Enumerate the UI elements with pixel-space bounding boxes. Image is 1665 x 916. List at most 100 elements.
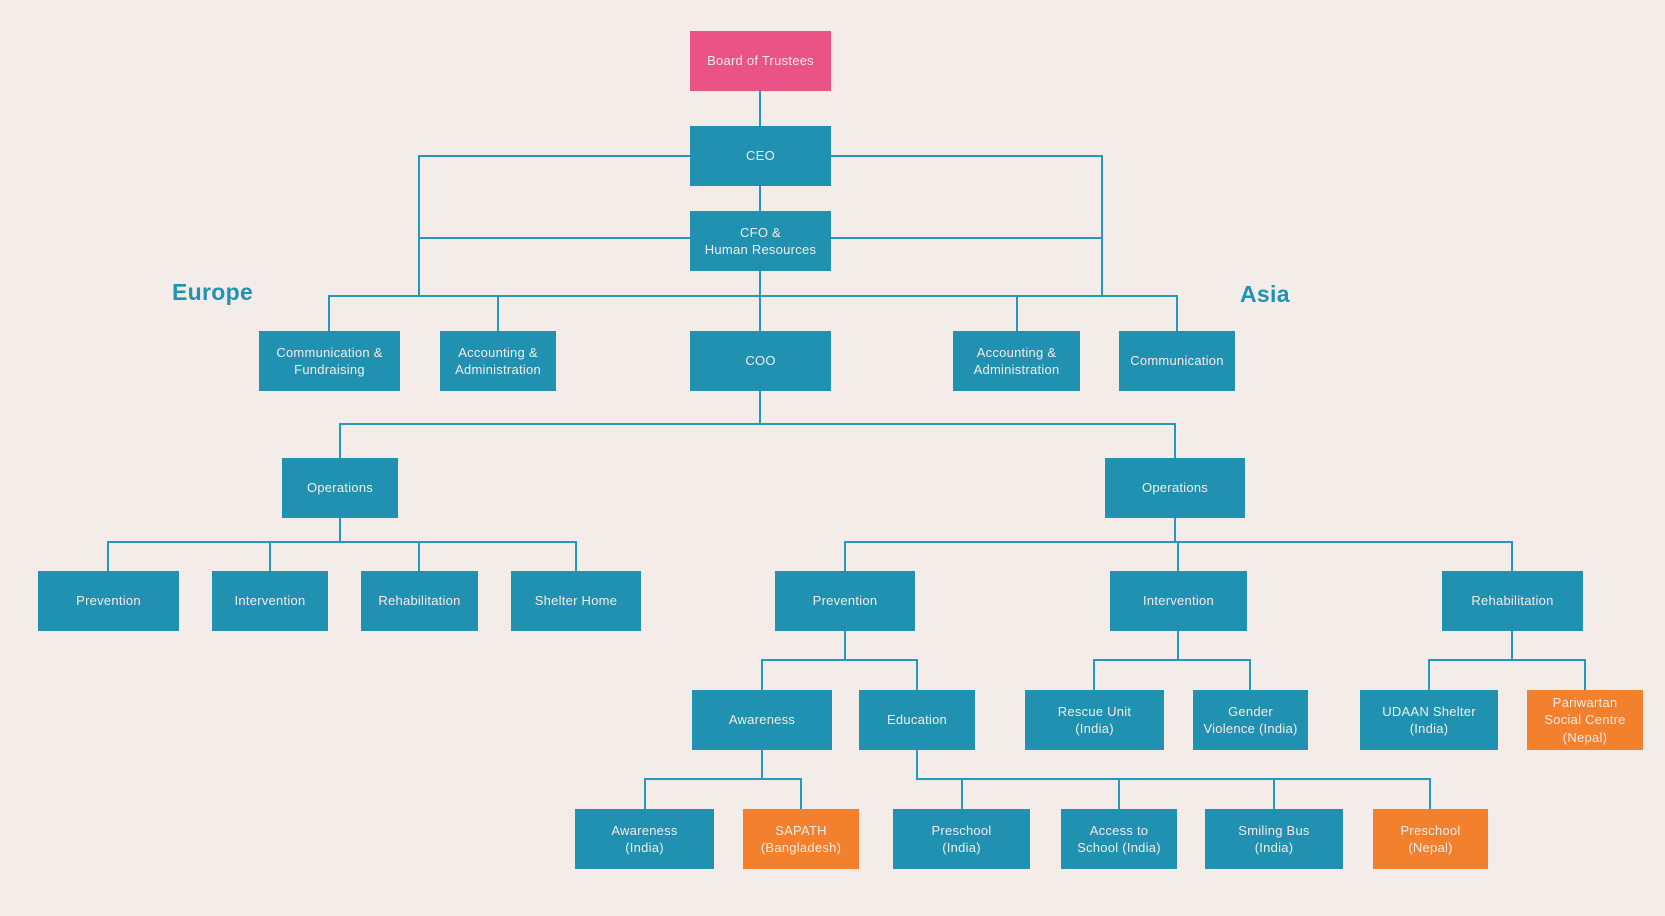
operations-europe-node: Operations (282, 458, 398, 518)
connector-segment (1118, 778, 1120, 809)
accounting-administration-europe-node: Accounting & Administration (440, 331, 556, 391)
rehabilitation-europe-label: Rehabilitation (378, 593, 461, 609)
operations-asia-label: Operations (1141, 480, 1209, 496)
connector-segment (831, 155, 1102, 157)
connector-segment (1016, 295, 1018, 331)
prevention-europe-label: Prevention (76, 593, 141, 609)
cfo-human-resources-node: CFO & Human Resources (690, 211, 831, 271)
preschool-nepal-node: Preschool (Nepal) (1373, 809, 1488, 869)
intervention-asia-node: Intervention (1110, 571, 1247, 631)
connector-segment (1174, 518, 1176, 543)
prevention-europe-node: Prevention (38, 571, 179, 631)
ceo-label: CEO (746, 148, 775, 164)
connector-segment (844, 541, 846, 571)
sapath-bangladesh-node: SAPATH (Bangladesh) (743, 809, 859, 869)
connector-segment (759, 91, 761, 126)
intervention-asia-label: Intervention (1143, 593, 1214, 609)
access-to-school-india-node: Access to School (India) (1061, 809, 1177, 869)
connector-segment (759, 271, 761, 331)
connector-segment (761, 749, 763, 779)
connector-segment (800, 778, 802, 809)
connector-segment (1511, 541, 1513, 571)
connector-segment (419, 155, 690, 157)
awareness-asia-node: Awareness (692, 690, 832, 750)
udaan-shelter-india-node: UDAAN Shelter (India) (1360, 690, 1498, 750)
board-of-trustees-label: Board of Trustees (707, 53, 814, 69)
connector-segment (644, 778, 646, 809)
operations-europe-label: Operations (306, 480, 374, 496)
communication-fundraising-europe-node: Communication & Fundraising (259, 331, 400, 391)
connector-segment (1093, 659, 1251, 661)
gender-violence-india-node: Gender Violence (India) (1193, 690, 1308, 750)
connector-segment (418, 541, 420, 571)
pariwartan-social-centre-nepal-node: Pariwartan Social Centre (Nepal) (1527, 690, 1643, 750)
education-asia-label: Education (886, 712, 948, 728)
connector-segment (1429, 778, 1431, 809)
connector-segment (831, 237, 1102, 239)
connector-segment (916, 659, 918, 690)
connector-segment (1174, 423, 1176, 458)
rehabilitation-asia-node: Rehabilitation (1442, 571, 1583, 631)
connector-segment (844, 631, 846, 661)
ceo-node: CEO (690, 126, 831, 186)
connector-segment (107, 541, 109, 571)
connector-segment (1428, 659, 1586, 661)
rehabilitation-asia-label: Rehabilitation (1471, 593, 1554, 609)
connector-segment (1093, 659, 1095, 690)
rehabilitation-europe-node: Rehabilitation (361, 571, 478, 631)
intervention-europe-label: Intervention (234, 593, 306, 609)
shelter-home-europe-label: Shelter Home (534, 593, 618, 609)
connector-segment (339, 423, 341, 458)
connector-segment (328, 295, 330, 331)
awareness-india-node: Awareness (India) (575, 809, 714, 869)
connector-segment (761, 659, 918, 661)
coo-node: COO (690, 331, 831, 391)
connector-segment (497, 295, 499, 331)
awareness-india-label: Awareness (India) (611, 822, 678, 855)
connector-segment (961, 778, 963, 809)
preschool-india-label: Preschool (India) (931, 822, 992, 855)
preschool-india-node: Preschool (India) (893, 809, 1030, 869)
connector-segment (1428, 659, 1430, 690)
intervention-europe-node: Intervention (212, 571, 328, 631)
connector-segment (916, 778, 1431, 780)
connector-segment (759, 186, 761, 211)
connector-segment (269, 541, 271, 571)
connector-segment (1584, 659, 1586, 690)
connector-segment (761, 659, 763, 690)
preschool-nepal-label: Preschool (Nepal) (1400, 822, 1461, 855)
communication-fundraising-europe-label: Communication & Fundraising (276, 344, 383, 377)
rescue-unit-india-node: Rescue Unit (India) (1025, 690, 1164, 750)
connector-segment (419, 237, 690, 239)
connector-segment (575, 541, 577, 571)
connector-segment (1273, 778, 1275, 809)
connector-segment (1177, 631, 1179, 661)
connector-segment (328, 295, 1178, 297)
connector-segment (916, 749, 918, 779)
connector-segment (1249, 659, 1251, 690)
accounting-administration-asia-node: Accounting & Administration (953, 331, 1080, 391)
accounting-administration-asia-label: Accounting & Administration (973, 344, 1060, 377)
connector-segment (759, 391, 761, 424)
connector-segment (107, 541, 577, 543)
awareness-asia-label: Awareness (728, 712, 796, 728)
connector-segment (418, 155, 420, 297)
cfo-human-resources-label: CFO & Human Resources (704, 224, 817, 257)
region-label-asia: Asia (1240, 281, 1290, 307)
connector-segment (1177, 541, 1179, 571)
rescue-unit-india-label: Rescue Unit (India) (1057, 703, 1132, 736)
connector-segment (339, 423, 1176, 425)
connector-segment (339, 518, 341, 543)
sapath-bangladesh-label: SAPATH (Bangladesh) (760, 822, 842, 855)
board-of-trustees-node: Board of Trustees (690, 31, 831, 91)
access-to-school-india-label: Access to School (India) (1077, 822, 1161, 855)
gender-violence-india-label: Gender Violence (India) (1203, 703, 1298, 736)
shelter-home-europe-node: Shelter Home (511, 571, 641, 631)
pariwartan-social-centre-nepal-label: Pariwartan Social Centre (Nepal) (1544, 695, 1626, 745)
connector-segment (644, 778, 802, 780)
connector-segment (1176, 295, 1178, 331)
communication-asia-node: Communication (1119, 331, 1235, 391)
connector-segment (1511, 631, 1513, 661)
connector-segment (1101, 155, 1103, 297)
